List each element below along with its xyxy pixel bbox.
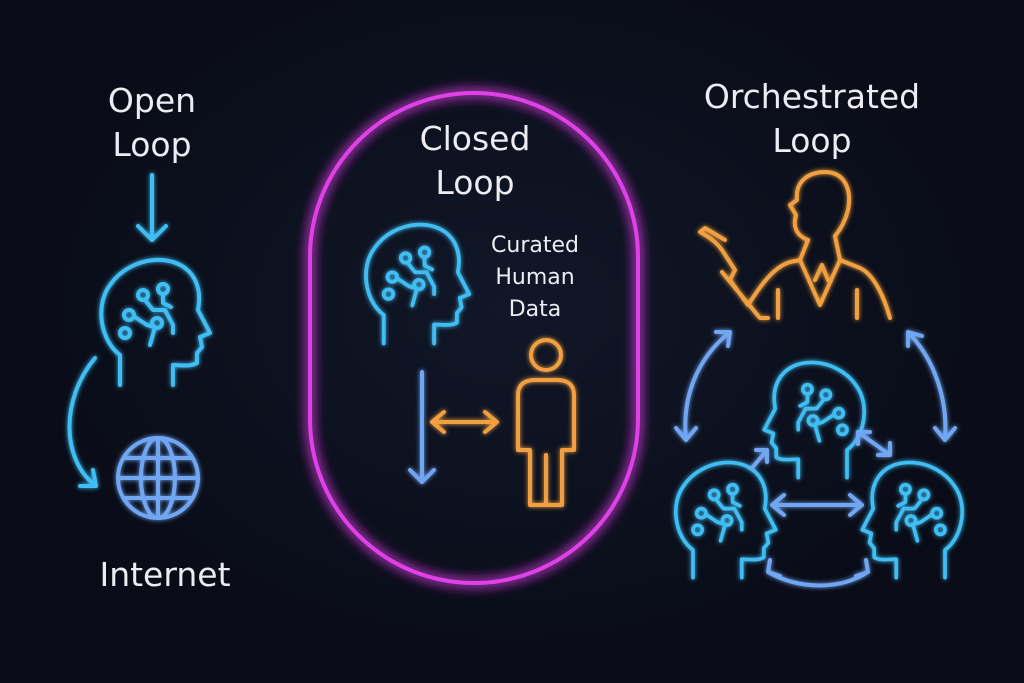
ai-head-icon-center bbox=[762, 360, 867, 480]
orchestrated-loop-section: Orchestrated Loop bbox=[673, 77, 965, 588]
closed-loop-title-line2: Loop bbox=[435, 163, 514, 202]
closed-loop-title-line1: Closed bbox=[420, 119, 531, 158]
open-loop-title-line2: Loop bbox=[112, 125, 191, 164]
globe-icon bbox=[116, 436, 200, 520]
closed-loop-border bbox=[308, 91, 640, 585]
ai-head-icon-left bbox=[673, 460, 778, 580]
arrow-down-icon bbox=[136, 173, 168, 242]
human-label: Human bbox=[495, 265, 574, 290]
open-loop-section: Open Loop Internet bbox=[67, 81, 231, 594]
open-loop-title-line1: Open bbox=[108, 81, 196, 120]
ai-head-icon bbox=[99, 257, 212, 387]
internet-label: Internet bbox=[99, 555, 230, 594]
curated-label: Curated bbox=[491, 233, 579, 258]
double-arrow-icon bbox=[430, 410, 499, 434]
curved-arrow-icon bbox=[67, 356, 98, 488]
orchestrated-loop-title-line2: Loop bbox=[772, 121, 851, 160]
ai-head-icon bbox=[364, 222, 472, 346]
person-icon bbox=[516, 338, 576, 507]
closed-loop-section: Closed Loop Curated Human Data bbox=[308, 91, 640, 585]
double-arrow-icon bbox=[674, 330, 957, 588]
teacher-icon bbox=[698, 170, 892, 320]
ai-head-icon-right bbox=[860, 460, 965, 580]
arrow-down-icon bbox=[408, 370, 436, 484]
data-label: Data bbox=[509, 297, 562, 322]
orchestrated-loop-title-line1: Orchestrated bbox=[704, 77, 920, 116]
